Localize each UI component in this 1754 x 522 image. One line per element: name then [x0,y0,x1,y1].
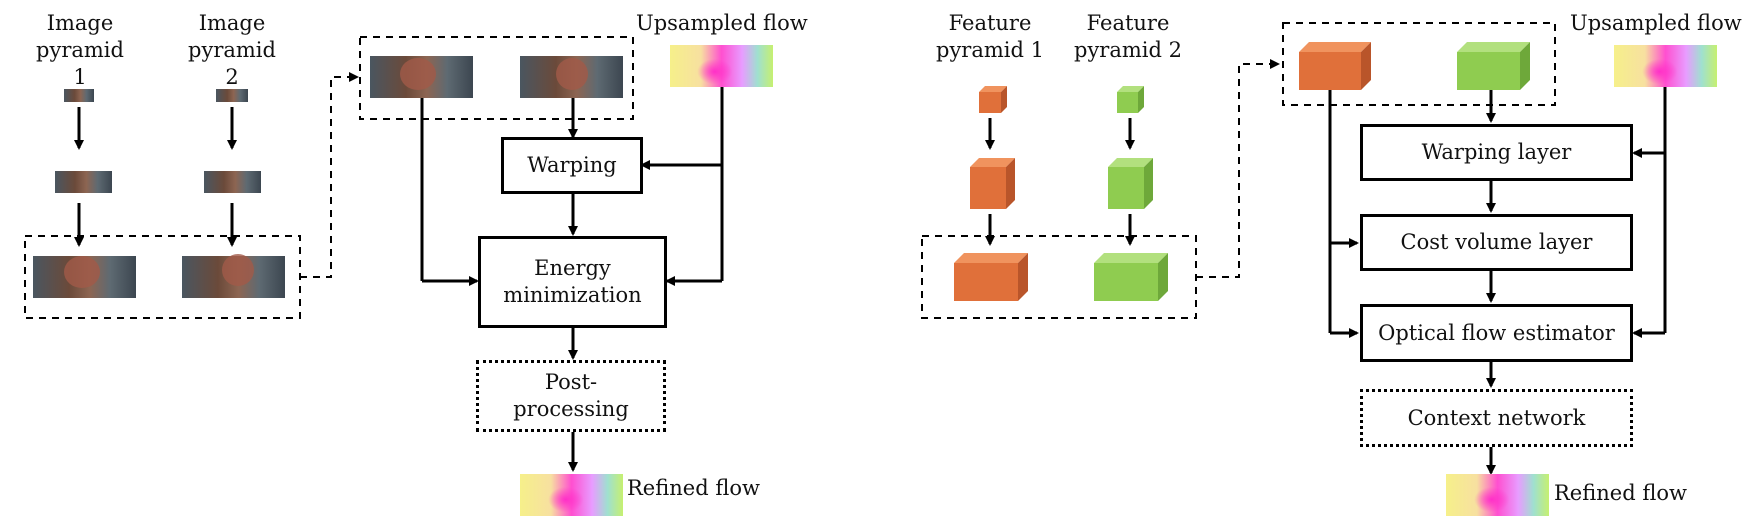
feature-cube-icon [954,86,1028,301]
feature-cube-icon [1094,86,1168,301]
refined-flow-label-left: Refined flow [627,476,760,500]
optical-flow-estimator-label: Optical flow estimator [1378,320,1615,345]
cost-volume-layer-box: Cost volume layer [1360,214,1633,271]
image-pyramid-2-title: Image pyramid 2 [188,11,276,89]
optical-flow-estimator-box: Optical flow estimator [1360,304,1633,362]
flow-field-icon [1446,474,1549,516]
energy-minimization-label: Energy minimization [503,256,642,307]
image-thumbnail-icon [370,56,623,98]
flow-field-icon [520,474,623,516]
warping-box: Warping [501,137,643,194]
image-thumbnail-icon [182,89,285,298]
energy-minimization-box: Energy minimization [478,236,667,328]
feature-cube-icon [1299,42,1530,90]
upsampled-flow-label-right: Upsampled flow [1570,11,1742,35]
feature-pyramid-2-title: Feature pyramid 2 [1074,11,1182,62]
context-network-box: Context network [1360,389,1633,447]
feature-pyramid-1-title: Feature pyramid 1 [936,11,1044,62]
flow-field-icon [1614,45,1717,87]
image-pyramid-1-title: Image pyramid 1 [36,11,124,89]
post-processing-label: Post- processing [513,370,629,421]
context-network-label: Context network [1407,405,1586,430]
post-processing-box: Post- processing [476,360,666,432]
warping-layer-label: Warping layer [1421,140,1572,164]
flow-field-icon [670,45,773,87]
refined-flow-label-right: Refined flow [1554,481,1687,505]
image-thumbnail-icon [33,89,136,298]
upsampled-flow-label: Upsampled flow [636,11,808,35]
cost-volume-layer-label: Cost volume layer [1400,230,1593,254]
warping-label: Warping [527,153,617,177]
warping-layer-box: Warping layer [1360,124,1633,181]
